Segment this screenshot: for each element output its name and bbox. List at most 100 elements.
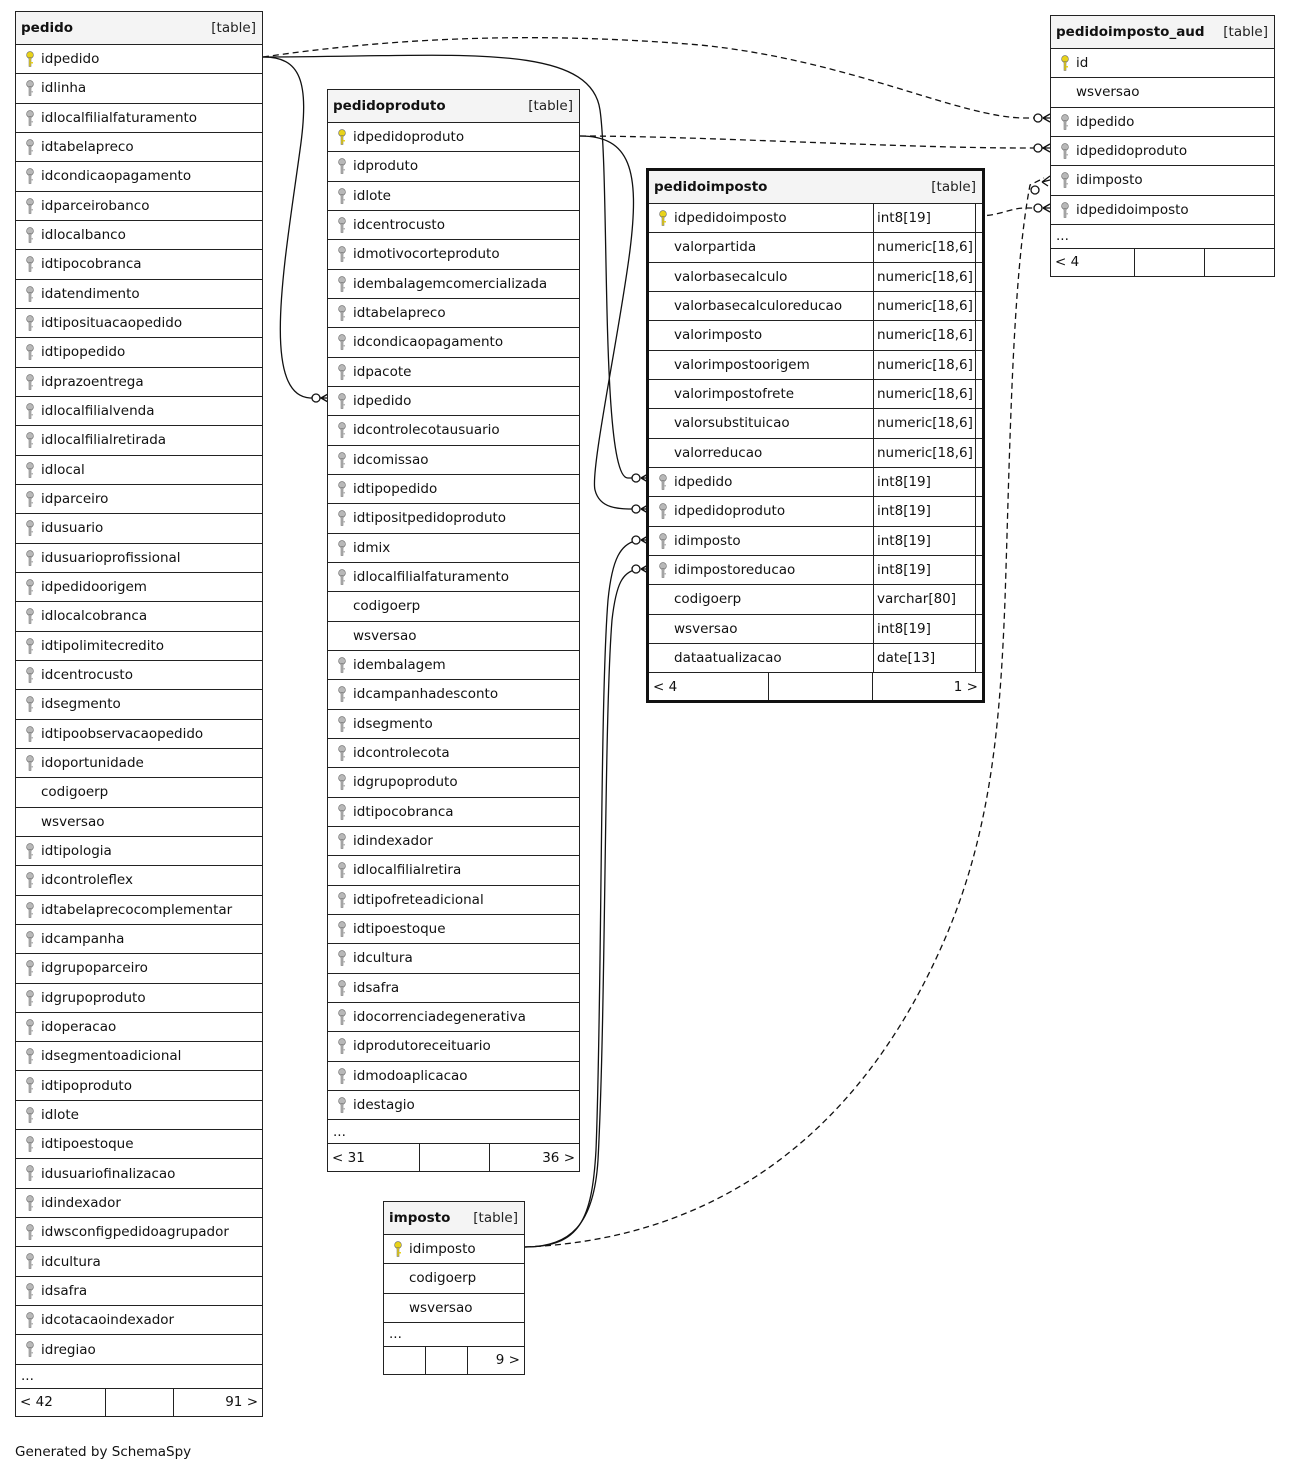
column-row[interactable]: idpedidoorigem bbox=[16, 573, 262, 603]
footer-children-count[interactable] bbox=[1205, 249, 1274, 276]
column-row[interactable]: idlinha bbox=[16, 74, 262, 104]
footer-parents-count[interactable]: < 4 bbox=[1051, 248, 1135, 276]
column-row[interactable]: idpedidoproduto bbox=[328, 123, 579, 153]
column-row[interactable]: idusuarioprofissional bbox=[16, 544, 262, 573]
column-row[interactable]: idtipofreteadicional bbox=[328, 886, 579, 915]
column-row[interactable]: idlocalcobranca bbox=[16, 602, 262, 632]
column-row[interactable]: idocorrenciadegenerativa bbox=[328, 1003, 579, 1033]
column-row[interactable]: idtabelaprecocomplementar bbox=[16, 896, 262, 925]
column-row[interactable]: idlocalfilialvenda bbox=[16, 397, 262, 427]
column-row[interactable]: idsafra bbox=[328, 974, 579, 1003]
column-row[interactable]: idcotacaoindexador bbox=[16, 1306, 262, 1336]
column-row[interactable]: idlote bbox=[328, 182, 579, 211]
column-row[interactable]: idlocalbanco bbox=[16, 221, 262, 251]
column-row[interactable]: idtipoproduto bbox=[16, 1071, 262, 1101]
column-row[interactable]: idcontroleflex bbox=[16, 866, 262, 896]
column-row[interactable]: idwsconfigpedidoagrupador bbox=[16, 1218, 262, 1248]
column-row[interactable]: idmodoaplicacao bbox=[328, 1062, 579, 1091]
column-row[interactable]: idcontrolecota bbox=[328, 739, 579, 769]
column-row[interactable]: idlocalfilialfaturamento bbox=[328, 563, 579, 593]
column-row[interactable]: idgrupoproduto bbox=[328, 768, 579, 798]
column-row[interactable]: idlocalfilialretira bbox=[328, 856, 579, 886]
column-row[interactable]: idgrupoproduto bbox=[16, 984, 262, 1013]
column-row[interactable]: idregiao bbox=[16, 1335, 262, 1365]
column-row[interactable]: idprodutoreceituario bbox=[328, 1032, 579, 1062]
column-row[interactable]: idtipositpedidoproduto bbox=[328, 504, 579, 534]
column-row[interactable]: idindexador bbox=[328, 827, 579, 857]
column-row[interactable]: idsafra bbox=[16, 1277, 262, 1307]
column-row[interactable]: idmotivocorteproduto bbox=[328, 240, 579, 270]
footer-children-count[interactable]: 1 > bbox=[953, 678, 978, 695]
column-row[interactable]: idcomissao bbox=[328, 446, 579, 475]
column-row[interactable]: idtipocobranca bbox=[16, 250, 262, 280]
footer-children-count[interactable]: 9 > bbox=[495, 1352, 520, 1369]
column-row[interactable]: idpedido bbox=[328, 387, 579, 417]
column-row[interactable]: wsversao bbox=[384, 1294, 524, 1323]
column-row[interactable]: idatendimento bbox=[16, 280, 262, 309]
column-row[interactable]: idcultura bbox=[16, 1247, 262, 1277]
column-row[interactable]: idtiposituacaopedido bbox=[16, 309, 262, 339]
column-row[interactable]: idcentrocusto bbox=[16, 661, 262, 691]
column-row[interactable]: idlocalfilialretirada bbox=[16, 426, 262, 456]
column-row[interactable]: idtipopedido bbox=[328, 475, 579, 505]
column-row[interactable]: idpedidoproduto bbox=[1051, 137, 1274, 167]
column-row[interactable]: codigoerp bbox=[384, 1264, 524, 1294]
column-row[interactable]: idusuario bbox=[16, 514, 262, 544]
column-row[interactable]: idtipoestoque bbox=[328, 915, 579, 945]
column-row[interactable]: idprazoentrega bbox=[16, 368, 262, 397]
column-row[interactable]: idsegmentoadicional bbox=[16, 1042, 262, 1072]
column-row[interactable]: idpacote bbox=[328, 358, 579, 387]
column-row[interactable]: idlote bbox=[16, 1101, 262, 1131]
column-row[interactable]: idcontrolecotausuario bbox=[328, 416, 579, 446]
column-row[interactable]: idcentrocusto bbox=[328, 211, 579, 241]
column-row[interactable]: idparceirobanco bbox=[16, 192, 262, 221]
column-row[interactable]: idtipopedido bbox=[16, 338, 262, 368]
column-row[interactable]: codigoerp bbox=[16, 778, 262, 808]
column-row[interactable]: idtabelapreco bbox=[328, 299, 579, 329]
column-row[interactable]: idproduto bbox=[328, 152, 579, 182]
column-row[interactable]: idsegmento bbox=[16, 690, 262, 720]
column-row[interactable]: idcondicaopagamento bbox=[16, 162, 262, 192]
footer-children-count[interactable]: 91 > bbox=[225, 1394, 258, 1411]
column-row[interactable]: idoperacao bbox=[16, 1013, 262, 1043]
column-row[interactable]: idindexador bbox=[16, 1189, 262, 1219]
column-row[interactable]: idlocal bbox=[16, 456, 262, 485]
footer-parents-count[interactable]: < 4 bbox=[649, 673, 769, 701]
column-row[interactable]: idembalagemcomercializada bbox=[328, 270, 579, 299]
column-row[interactable]: idsegmento bbox=[328, 710, 579, 739]
column-row[interactable]: codigoerp bbox=[328, 592, 579, 622]
column-row[interactable]: idtipocobranca bbox=[328, 798, 579, 827]
column-row[interactable]: idpedidoimposto bbox=[1051, 196, 1274, 225]
column-row[interactable]: wsversao bbox=[328, 622, 579, 651]
column-row[interactable]: idcondicaopagamento bbox=[328, 328, 579, 358]
column-row[interactable]: idtipoestoque bbox=[16, 1130, 262, 1160]
column-row[interactable]: idtipologia bbox=[16, 837, 262, 867]
column-row[interactable]: wsversao bbox=[1051, 78, 1274, 108]
column-row[interactable]: idusuariofinalizacao bbox=[16, 1159, 262, 1189]
column-row[interactable]: idestagio bbox=[328, 1091, 579, 1121]
column-row[interactable]: idpedido bbox=[16, 45, 262, 75]
column-row[interactable]: idtipolimitecredito bbox=[16, 632, 262, 661]
column-row[interactable]: idcampanhadesconto bbox=[328, 680, 579, 710]
column-row[interactable]: idoportunidade bbox=[16, 749, 262, 779]
column-row[interactable]: idmix bbox=[328, 534, 579, 563]
column-row[interactable]: idcultura bbox=[328, 944, 579, 974]
